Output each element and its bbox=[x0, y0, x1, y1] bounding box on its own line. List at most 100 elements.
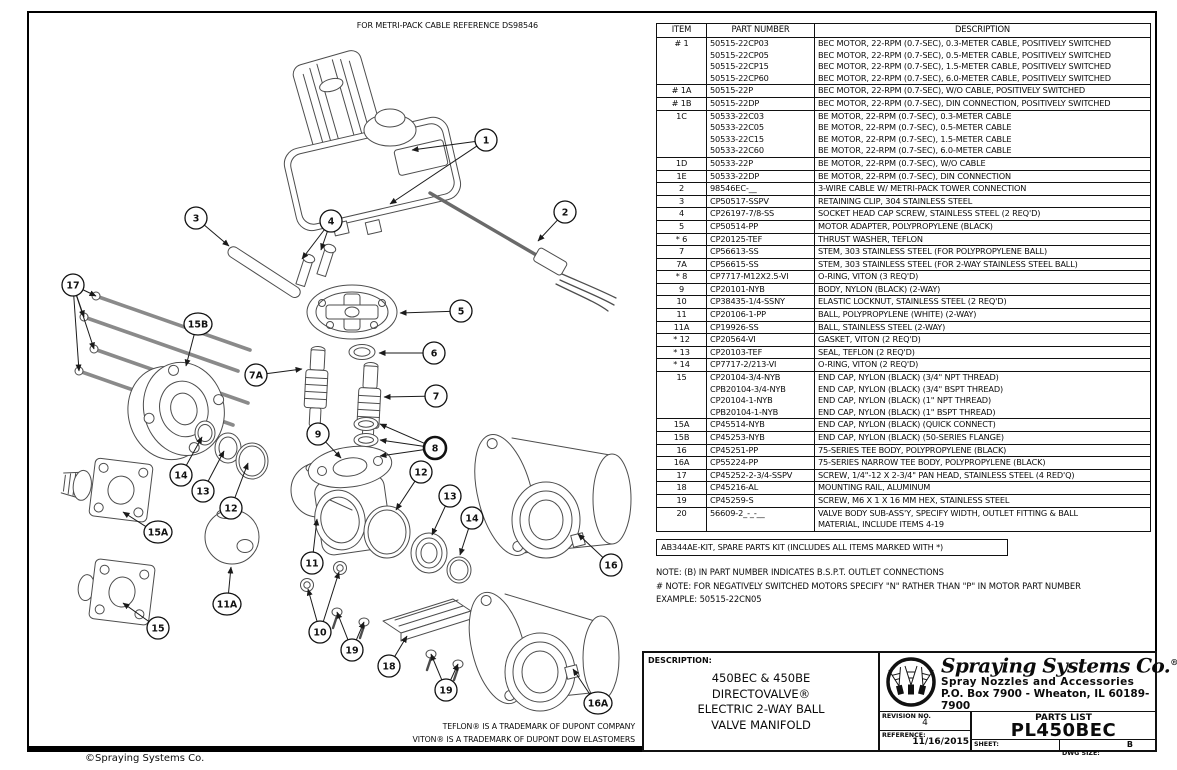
table-cell: 50533-22C03 50533-22C05 50533-22C15 5053… bbox=[706, 109, 815, 158]
callout-19: 19 bbox=[336, 611, 365, 662]
table-cell: CP26197-7/8-SS bbox=[706, 207, 815, 221]
exploded-view-line-art bbox=[60, 50, 632, 712]
table-cell: 3-WIRE CABLE W/ METRI-PACK TOWER CONNECT… bbox=[814, 182, 1151, 196]
callout-6: 6 bbox=[378, 341, 446, 365]
table-cell: SEAL, TEFLON (2 REQ'D) bbox=[814, 345, 1151, 360]
table-cell: MOUNTING RAIL, ALUMINUM bbox=[814, 481, 1151, 495]
callout-balloon bbox=[409, 460, 433, 484]
callout-leader-line bbox=[379, 423, 426, 445]
callout-5: 5 bbox=[399, 299, 473, 323]
callout-leader-line bbox=[184, 334, 195, 367]
callout-19: 19 bbox=[430, 653, 459, 702]
callout-3: 3 bbox=[184, 206, 230, 247]
callout-balloon bbox=[212, 592, 242, 616]
description-box: DESCRIPTION: 450BEC & 450BE DIRECTOVALVE… bbox=[644, 653, 880, 750]
callout-leader-line bbox=[122, 602, 150, 623]
table-cell: 11 bbox=[656, 308, 707, 322]
callout-leader-line bbox=[73, 295, 82, 372]
table-cell: CP45252-2-3/4-SSPV bbox=[706, 468, 815, 483]
table-cell: CP38435-1/4-SSNY bbox=[706, 295, 815, 310]
revision-box: REVISION NO. 4 bbox=[880, 712, 972, 731]
callout-leader-line bbox=[185, 436, 203, 466]
callout-leader-line bbox=[383, 393, 426, 400]
table-cell: GASKET, VITON (2 REQ'D) bbox=[814, 333, 1151, 347]
table-cell: 1D bbox=[656, 156, 707, 171]
table-cell: * 13 bbox=[656, 345, 707, 360]
company-address: P.O. Box 7900 - Wheaton, IL 60189-7900 bbox=[941, 688, 1150, 713]
callout-balloon bbox=[300, 551, 324, 575]
table-cell: SCREW, M6 X 1 X 16 MM HEX, STAINLESS STE… bbox=[814, 493, 1151, 508]
callout-number: 14 bbox=[465, 513, 479, 524]
callout-balloon bbox=[61, 273, 85, 297]
table-cell: BODY, NYLON (BLACK) (2-WAY) bbox=[814, 282, 1151, 297]
col-header-item: ITEM bbox=[656, 23, 707, 38]
callout-number: 4 bbox=[328, 216, 335, 227]
table-cell: ELASTIC LOCKNUT, STAINLESS STEEL (2 REQ'… bbox=[814, 295, 1151, 310]
table-cell: 5 bbox=[656, 219, 707, 234]
stem-7-drawing bbox=[356, 362, 382, 445]
table-cell: CP7717-M12X2.5-VI bbox=[706, 270, 815, 284]
table-cell: BALL, STAINLESS STEEL (2-WAY) bbox=[814, 320, 1151, 335]
table-cell: BE MOTOR, 22-RPM (0.7-SEC), DIN CONNECTI… bbox=[814, 169, 1151, 184]
description-line: VALVE MANIFOLD bbox=[711, 717, 811, 732]
callout-leader-line bbox=[75, 295, 95, 350]
callout-11: 11 bbox=[300, 518, 324, 575]
table-cell: END CAP, NYLON (BLACK) (QUICK CONNECT) bbox=[814, 418, 1151, 432]
callout-number: 17 bbox=[66, 280, 79, 291]
callout-number: 13 bbox=[196, 486, 209, 497]
callout-balloon bbox=[244, 363, 268, 387]
callout-12: 12 bbox=[219, 462, 249, 520]
table-cell: 9 bbox=[656, 282, 707, 297]
dwg-size-label: DWG SIZE: bbox=[1062, 750, 1100, 757]
callout-13: 13 bbox=[431, 484, 462, 536]
table-cell: MOTOR ADAPTER, POLYPROPYLENE (BLACK) bbox=[814, 219, 1151, 234]
table-cell: * 8 bbox=[656, 270, 707, 284]
callout-number: 15A bbox=[148, 527, 169, 538]
callout-leader-line bbox=[325, 441, 342, 459]
callout-number: 12 bbox=[414, 467, 427, 478]
table-cell: 50515-22P bbox=[706, 84, 815, 98]
callout-balloon bbox=[424, 384, 448, 408]
callout-balloon bbox=[422, 341, 446, 365]
table-cell: CP56615-SS bbox=[706, 257, 815, 272]
parts-list-number: PL450BEC bbox=[1010, 720, 1117, 741]
table-cell: 19 bbox=[656, 493, 707, 508]
table-cell: 16 bbox=[656, 443, 707, 458]
callout-number: 12 bbox=[224, 503, 237, 514]
sheet-label: SHEET: bbox=[974, 741, 999, 748]
registered-mark: ® bbox=[1170, 656, 1177, 667]
callout-number: 7 bbox=[433, 391, 440, 402]
callout-balloon bbox=[183, 312, 213, 336]
company-name: Spraying Systems Co.® bbox=[941, 652, 1177, 677]
table-cell: 50533-22P bbox=[706, 156, 815, 171]
callout-balloon bbox=[219, 496, 243, 520]
table-cell: 56609-2_-_-__ bbox=[706, 506, 815, 532]
table-cell: CP55224-PP bbox=[706, 456, 815, 470]
table-cell: 16A bbox=[656, 456, 707, 470]
quick-connect-end-cap-drawing bbox=[60, 457, 154, 523]
table-cell: CP50514-PP bbox=[706, 219, 815, 234]
callout-15A: 15A bbox=[122, 511, 173, 544]
table-cell: BEC MOTOR, 22-RPM (0.7-SEC), 0.3-METER C… bbox=[814, 36, 1151, 86]
callout-balloon bbox=[319, 209, 343, 233]
table-cell: SCREW, 1/4"-12 X 2-3/4" PAN HEAD, STAINL… bbox=[814, 468, 1151, 483]
table-cell: 15B bbox=[656, 431, 707, 445]
callout-14: 14 bbox=[169, 436, 203, 487]
callout-15B: 15B bbox=[183, 312, 213, 367]
table-cell: CP19926-SS bbox=[706, 320, 815, 335]
reference-box: REFERENCE: 11/16/2015 bbox=[880, 731, 972, 750]
note-example: EXAMPLE: 50515-22CN05 bbox=[656, 594, 762, 605]
table-cell: RETAINING CLIP, 304 STAINLESS STEEL bbox=[814, 194, 1151, 209]
table-cell: VALVE BODY SUB-ASS'Y, SPECIFY WIDTH, OUT… bbox=[814, 506, 1151, 532]
parts-table-header-row: ITEM PART NUMBER DESCRIPTION bbox=[656, 23, 1151, 38]
